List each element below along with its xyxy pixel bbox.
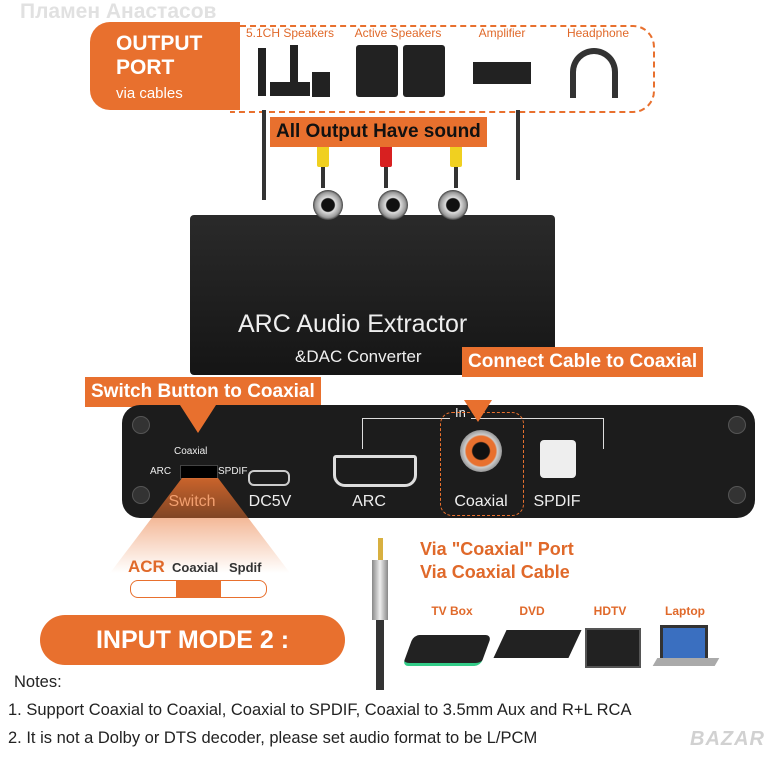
input-mode-banner: INPUT MODE 2 : COAXIAL [40,615,345,704]
output-label: OUTPUT [116,32,203,55]
device-label: 5.1CH Speakers [245,26,335,40]
via-cables-label: via cables [116,85,183,102]
laptop-base [652,658,720,666]
watermark: Пламен Анастасов [20,0,217,23]
device-label: Active Speakers [354,26,442,40]
aux-cable [262,110,266,200]
device-title: ARC Audio Extractor [238,310,468,338]
rca-jack [438,190,468,220]
via-port-text: Via "Coaxial" Port [420,539,574,559]
mode-indicator-selected [176,581,221,597]
dvd-image [493,630,582,658]
amplifier-image [473,62,531,84]
rca-jack [313,190,343,220]
switch-callout: Switch Button to Coaxial [85,377,321,407]
rca-plug-yellow [450,145,462,167]
subwoofer-image [312,72,330,97]
coax-plug-body [372,560,388,620]
active-speaker-image [403,45,445,97]
rca-cable-yellow [454,148,458,188]
rca-jack [378,190,408,220]
output-devices-frame [230,25,655,113]
speaker-tower-image [290,45,298,95]
coaxial-label: Coaxial [454,493,508,510]
micro-usb-port [248,470,290,486]
rca-cable-yellow [321,148,325,188]
device-subtitle: &DAC Converter [295,347,422,366]
input-device-label: HDTV [593,604,627,618]
dc5v-label: DC5V [248,493,292,510]
input-device-label: TV Box [431,604,473,618]
all-output-label: All Output Have sound [270,117,487,147]
mode-acr: ACR [128,557,165,576]
device-label: Amplifier [478,26,526,40]
hdmi-port [333,455,417,487]
note-item: 1. Support Coaxial to Coaxial, Coaxial t… [8,701,632,719]
laptop-image [660,625,708,661]
mode-spdif: Spdif [229,560,262,575]
screw-icon [132,486,150,504]
coax-plug-tip [378,538,383,560]
connect-coaxial-callout: Connect Cable to Coaxial [462,347,704,377]
mode-coaxial: Coaxial [172,560,219,575]
via-cable-text: Via Coaxial Cable [420,562,570,582]
spdif-label: SPDIF [533,493,581,510]
hdtv-image [585,628,641,668]
device-label: Headphone [566,26,630,40]
arrow-down-icon [180,405,216,433]
coax-cable [376,620,384,690]
optical-cable [516,110,520,180]
receiver-image [270,82,310,96]
mode-indicator-bar [130,580,267,598]
arc-label: ARC [352,493,386,510]
screw-icon [728,486,746,504]
spdif-port [540,440,576,478]
rca-plug-red [380,145,392,167]
active-speaker-image [356,45,398,97]
coaxial-port [460,430,502,472]
input-device-label: DVD [519,604,545,618]
screw-icon [728,416,746,434]
rca-cable-red [384,148,388,188]
notes-title: Notes: [14,673,62,691]
rca-plug-yellow [317,145,329,167]
mode-switch[interactable] [180,465,218,479]
screw-icon [132,416,150,434]
input-device-label: Laptop [665,604,705,618]
tv-box-image [402,635,492,666]
bazar-logo: BAZAR [690,728,765,750]
arrow-down-icon [464,400,492,422]
output-port-banner: OUTPUT PORT via cables [90,22,240,110]
switch-spdif-label: SPDIF [218,466,248,477]
switch-arc-label: ARC [150,466,172,477]
headphone-image [570,48,618,98]
port-label: PORT [116,56,175,79]
note-item: 2. It is not a Dolby or DTS decoder, ple… [8,729,538,747]
speaker-tower-image [258,48,266,96]
switch-coaxial-label: Coaxial [174,446,208,457]
switch-label: Switch [168,493,216,510]
